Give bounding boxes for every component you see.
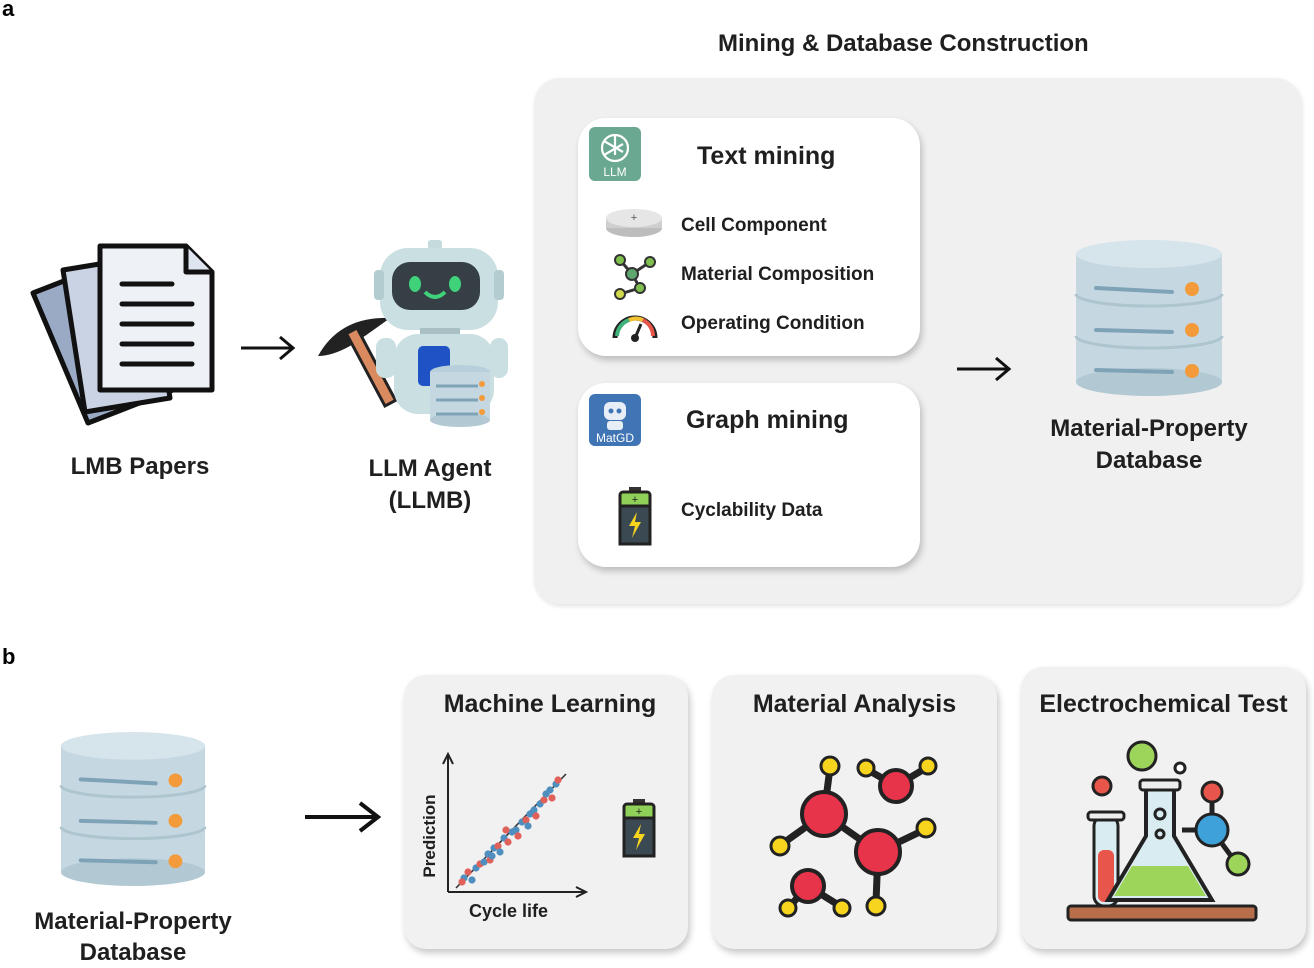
molecule-composition-icon	[614, 254, 656, 300]
panel-b-letter: b	[2, 644, 16, 669]
panel-a-letter: a	[2, 0, 15, 21]
papers-icon	[30, 243, 215, 426]
material-analysis-card	[712, 675, 997, 949]
db-label-a-line2: Database	[1095, 447, 1203, 474]
item-material-composition: Material Composition	[681, 264, 875, 285]
scatter-point	[522, 816, 530, 824]
arrow-icon	[241, 335, 296, 361]
ml-card-title: Machine Learning	[443, 690, 657, 718]
scatter-point	[532, 812, 540, 820]
db-label-a: Material-Property Database	[1024, 413, 1274, 477]
svg-text:+: +	[636, 806, 642, 818]
text-mining-title: Text mining	[697, 142, 836, 170]
openai-logo-icon	[600, 133, 630, 163]
llm-badge: LLM	[589, 127, 641, 181]
agent-label-line2: (LLMB)	[388, 487, 472, 514]
scatter-point	[512, 826, 520, 834]
agent-label-line1: LLM Agent	[368, 455, 492, 482]
coin-cell-icon: +	[606, 209, 662, 237]
svg-text:+: +	[631, 212, 637, 224]
scatter-point	[496, 848, 504, 856]
scatter-point	[458, 878, 466, 886]
graph-mining-title: Graph mining	[686, 406, 849, 434]
item-cell-component: Cell Component	[681, 215, 827, 236]
scatter-point	[546, 786, 554, 794]
database-icon	[59, 732, 207, 886]
electrochemical-test-title: Electrochemical Test	[1039, 690, 1288, 718]
scatter-point	[504, 838, 512, 846]
ml-xlabel: Cycle life	[469, 901, 549, 921]
scatter-point	[554, 776, 562, 784]
section-title: Mining & Database Construction	[718, 30, 1089, 57]
material-analysis-title: Material Analysis	[752, 690, 957, 718]
db-label-b-line1: Material-Property	[34, 908, 232, 935]
scatter-point	[502, 826, 510, 834]
ml-ylabel: Prediction	[420, 794, 439, 878]
scatter-point	[494, 842, 502, 850]
llm-badge-label: LLM	[603, 165, 627, 179]
ml-scatter-plot	[442, 751, 589, 898]
scatter-point	[514, 832, 522, 840]
scatter-point	[480, 858, 488, 866]
gauge-icon	[612, 315, 658, 342]
matgd-badge-label: MatGD	[595, 431, 634, 445]
agent-label: LLM Agent (LLMB)	[330, 453, 530, 517]
scatter-point	[524, 822, 532, 830]
robot-head-icon	[604, 402, 626, 430]
papers-label: LMB Papers	[70, 453, 210, 480]
db-label-b: Material-Property Database	[8, 906, 258, 968]
arrow-icon	[305, 801, 382, 833]
battery-icon: +	[618, 487, 652, 546]
db-label-b-line2: Database	[79, 939, 187, 966]
arrow-icon	[957, 356, 1012, 382]
item-cyclability-data: Cyclability Data	[681, 500, 823, 521]
svg-text:+: +	[632, 494, 638, 506]
scatter-point	[540, 796, 548, 804]
scatter-point	[548, 794, 556, 802]
scatter-point	[464, 868, 472, 876]
matgd-badge: MatGD	[589, 394, 641, 446]
robot-agent-icon	[318, 240, 508, 427]
scatter-point	[530, 806, 538, 814]
db-label-a-line1: Material-Property	[1050, 415, 1248, 442]
scatter-point	[488, 852, 496, 860]
item-operating-condition: Operating Condition	[681, 313, 865, 334]
lab-flask-icon	[1066, 740, 1258, 922]
battery-icon: +	[622, 799, 656, 858]
database-icon	[1074, 240, 1224, 396]
scatter-point	[468, 876, 476, 884]
molecule-icon	[769, 755, 938, 918]
